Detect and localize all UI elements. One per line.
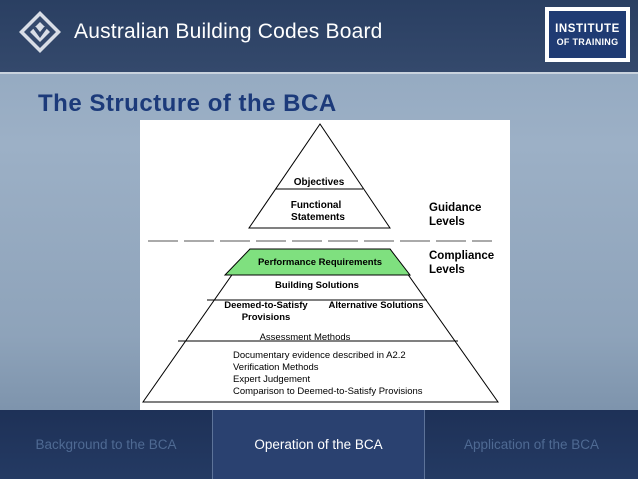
tab-application-of-the-bca[interactable]: Application of the BCA <box>463 437 600 452</box>
assessment-item: Expert Judgement <box>233 374 310 385</box>
guidance-triangle <box>248 123 391 229</box>
guidance-levels-label-line2: Levels <box>429 216 465 228</box>
compliance-levels-label-line1: Compliance <box>429 250 494 262</box>
badge-line-1: INSTITUTE <box>555 22 620 35</box>
guidance-levels-label-line1: Guidance <box>429 202 481 214</box>
alternative-solutions-label: Alternative Solutions <box>328 300 423 311</box>
tab-background-to-the-bca[interactable]: Background to the BCA <box>35 437 177 452</box>
tab-operation-of-the-bca[interactable]: Operation of the BCA <box>212 410 425 479</box>
bca-structure-diagram: Objectives Functional Statements Guidanc… <box>142 123 499 403</box>
badge-line-2: OF TRAINING <box>556 36 619 47</box>
compliance-levels-label-line2: Levels <box>429 264 465 276</box>
footer-nav: Background to the BCA Operation of the B… <box>0 410 638 479</box>
deemed-to-satisfy-label-line1: Deemed-to-Satisfy <box>224 300 308 311</box>
institute-of-training-logo: INSTITUTE OF TRAINING <box>545 7 630 62</box>
performance-requirements-label: Performance Requirements <box>258 257 382 268</box>
header-bar: Australian Building Codes Board INSTITUT… <box>0 0 638 72</box>
assessment-item: Comparison to Deemed-to-Satisfy Provisio… <box>233 386 423 397</box>
functional-statements-label-line1: Functional <box>291 200 342 211</box>
performance-requirements-band <box>223 248 412 276</box>
deemed-to-satisfy-label-line2: Provisions <box>242 312 291 323</box>
assessment-item: Verification Methods <box>233 362 319 373</box>
diagram-panel: Objectives Functional Statements Guidanc… <box>140 120 510 410</box>
organisation-name: Australian Building Codes Board <box>74 20 383 43</box>
assessment-item: Documentary evidence described in A2.2 <box>233 350 406 361</box>
functional-statements-label-line2: Statements <box>291 212 345 223</box>
abcb-logo-icon <box>19 11 61 53</box>
building-solutions-label: Building Solutions <box>275 280 359 291</box>
assessment-methods-label: Assessment Methods <box>260 332 351 343</box>
objectives-label: Objectives <box>294 177 345 188</box>
header-divider <box>0 72 638 74</box>
slide-title: The Structure of the BCA <box>38 90 337 117</box>
